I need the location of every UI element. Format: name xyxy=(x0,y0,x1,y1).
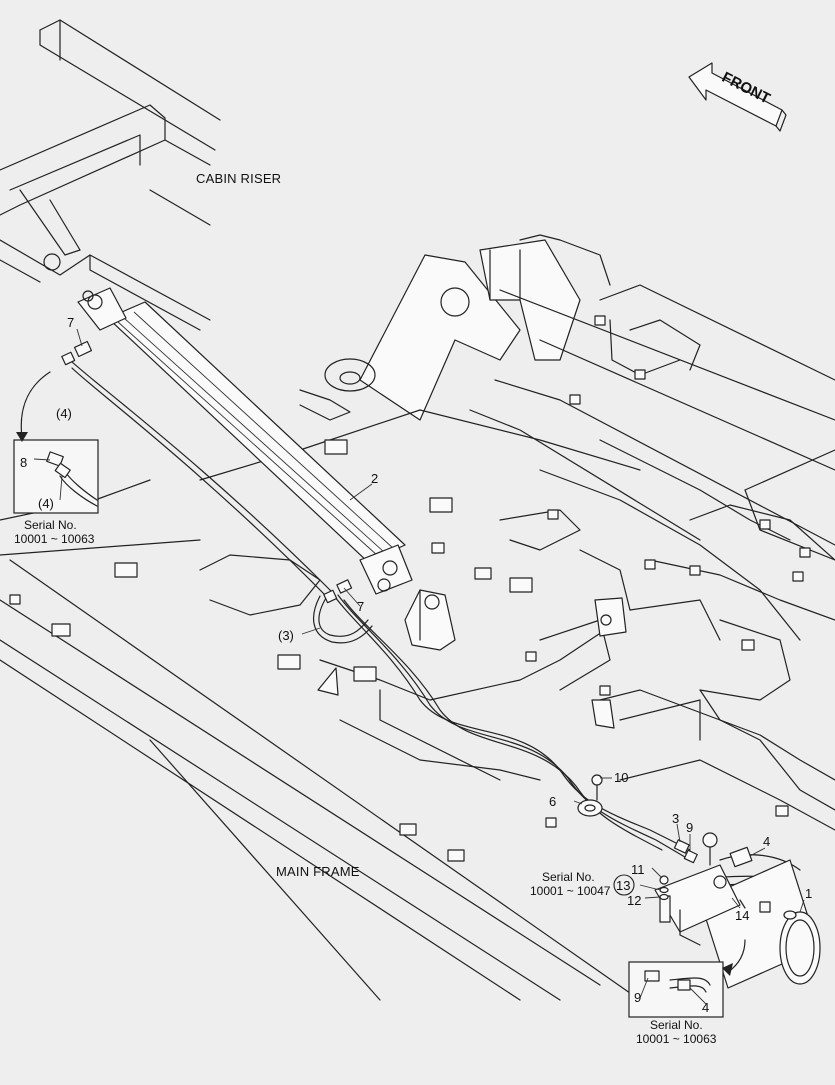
callout-13-circle xyxy=(613,874,635,896)
cylinder-2 xyxy=(77,287,413,595)
callout-4-inset-bottom: 4 xyxy=(702,1000,709,1015)
callout-2: 2 xyxy=(371,471,378,486)
serial-left-range: 10001 ~ 10063 xyxy=(14,532,95,546)
callout-4-paren-inset: (4) xyxy=(38,496,54,511)
callout-13: 13 xyxy=(616,878,630,893)
callout-14: 14 xyxy=(735,908,749,923)
cabin-riser xyxy=(0,19,221,331)
leader-lines xyxy=(33,328,805,1005)
fittings-top xyxy=(61,340,353,604)
lower-pivot-bracket xyxy=(404,589,456,651)
boom-bracket xyxy=(299,239,581,421)
inset-left xyxy=(13,371,99,514)
callout-12: 12 xyxy=(627,893,641,908)
frame-bosses xyxy=(9,315,811,862)
callout-9-inset: 9 xyxy=(634,990,641,1005)
serial-bottom-label: Serial No. xyxy=(650,1018,703,1032)
serial-mid-label: Serial No. xyxy=(542,870,595,884)
callout-4-right: 4 xyxy=(763,834,770,849)
main-frame xyxy=(0,409,835,1001)
callout-3-paren: (3) xyxy=(278,628,294,643)
serial-left-label: Serial No. xyxy=(24,518,77,532)
callout-4-paren-top: (4) xyxy=(56,406,72,421)
callout-8: 8 xyxy=(20,455,27,470)
callout-6: 6 xyxy=(549,794,556,809)
cabin-riser-label: CABIN RISER xyxy=(196,171,281,186)
inset-bottom xyxy=(628,939,746,1018)
callout-7-top: 7 xyxy=(67,315,74,330)
clamp-6 xyxy=(577,774,603,817)
callout-1: 1 xyxy=(805,886,812,901)
text-labels: CABIN RISER MAIN FRAME 2 7 7 (3) (4) 8 (… xyxy=(14,171,812,1046)
callout-11: 11 xyxy=(631,862,645,877)
callout-3: 3 xyxy=(672,811,679,826)
serial-bottom-range: 10001 ~ 10063 xyxy=(636,1032,717,1046)
front-arrow: FRONT xyxy=(688,62,787,132)
serial-mid-range: 10001 ~ 10047 xyxy=(530,884,611,898)
callout-10: 10 xyxy=(614,770,628,785)
callout-9-main: 9 xyxy=(686,820,693,835)
main-frame-label: MAIN FRAME xyxy=(276,864,360,879)
fittings-tank xyxy=(659,839,698,901)
tank-1 xyxy=(654,832,821,989)
callout-7-bottom: 7 xyxy=(357,599,364,614)
